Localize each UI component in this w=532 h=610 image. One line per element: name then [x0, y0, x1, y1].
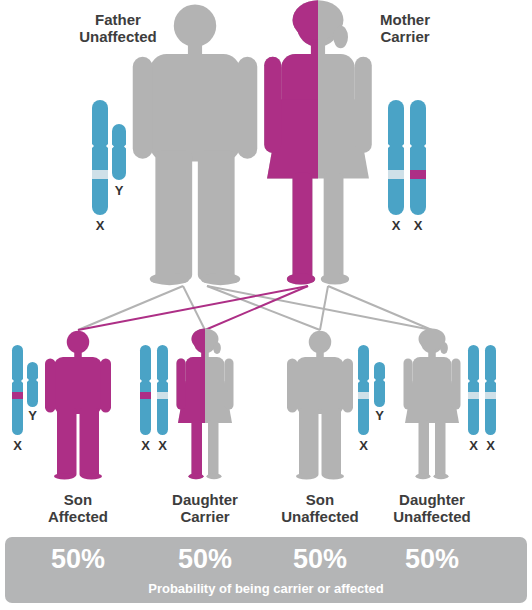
- daughter-unaffected-node: Daughter Unaffected: [394, 330, 470, 480]
- person-label: Daughter Carrier: [162, 491, 248, 525]
- daughter-unaffected-figure: [404, 329, 461, 480]
- percentage: 50%: [293, 543, 347, 575]
- person-label: Mother Carrier: [362, 11, 448, 45]
- chromosome-label: X: [414, 219, 423, 233]
- inheritance-line: [320, 286, 328, 330]
- son-unaffected-figure: [287, 331, 353, 480]
- chromosome: [140, 345, 151, 435]
- probability-band: 50% 50% 50% 50% Probability of being carrier…: [5, 537, 527, 603]
- chromosome: [112, 124, 126, 180]
- chromosome-label: Y: [375, 409, 384, 423]
- mother-figure-carrier-half: [264, 0, 318, 284]
- chromosome: [358, 345, 369, 435]
- inheritance-line: [78, 286, 183, 330]
- father-figure: [133, 4, 258, 285]
- inheritance-line: [205, 286, 308, 330]
- daughter-carrier-figure: [177, 329, 234, 480]
- inheritance-line: [328, 286, 432, 330]
- chromosome-label: Y: [28, 409, 37, 423]
- chromosome-label: X: [359, 439, 368, 453]
- chromosome-label: X: [141, 439, 150, 453]
- son-affected-node: Son Affected: [40, 330, 116, 480]
- father-node: Father Unaffected: [150, 3, 240, 286]
- percentage: 50%: [405, 543, 459, 575]
- chromosome-label: Y: [115, 184, 124, 198]
- chromosome: [485, 345, 496, 435]
- chromosome: [374, 362, 385, 407]
- daughter-carrier-figure-carrier-half: [177, 329, 206, 480]
- caption-text: Probability of being carrier or affected: [5, 581, 527, 597]
- person-label: Son Affected: [35, 491, 121, 525]
- son-unaffected-node: Son Unaffected: [282, 330, 358, 480]
- chromosome: [468, 345, 479, 435]
- chromosome: [157, 345, 168, 435]
- chromosome: [27, 362, 38, 407]
- son-affected-figure: [45, 331, 111, 480]
- daughter-carrier-node: Daughter Carrier: [167, 330, 243, 480]
- inheritance-line: [207, 286, 320, 330]
- chromosome-label: X: [96, 219, 105, 233]
- mother-figure: [264, 0, 372, 284]
- chromosome-label: X: [13, 439, 22, 453]
- chromosome: [388, 100, 404, 215]
- percentage: 50%: [178, 543, 232, 575]
- chromosome: [92, 100, 108, 215]
- mother-node: Mother Carrier: [268, 3, 368, 286]
- person-label: Father Unaffected: [75, 11, 161, 45]
- chromosome-label: X: [392, 219, 401, 233]
- chromosome: [12, 345, 23, 435]
- inheritance-line: [78, 286, 308, 330]
- inheritance-line: [207, 286, 432, 330]
- person-label: Daughter Unaffected: [389, 491, 475, 525]
- percentage: 50%: [51, 543, 105, 575]
- chromosome-label: X: [486, 439, 495, 453]
- chromosome-label: X: [469, 439, 478, 453]
- chromosome: [410, 100, 426, 215]
- person-label: Son Unaffected: [277, 491, 363, 525]
- chromosome-label: X: [158, 439, 167, 453]
